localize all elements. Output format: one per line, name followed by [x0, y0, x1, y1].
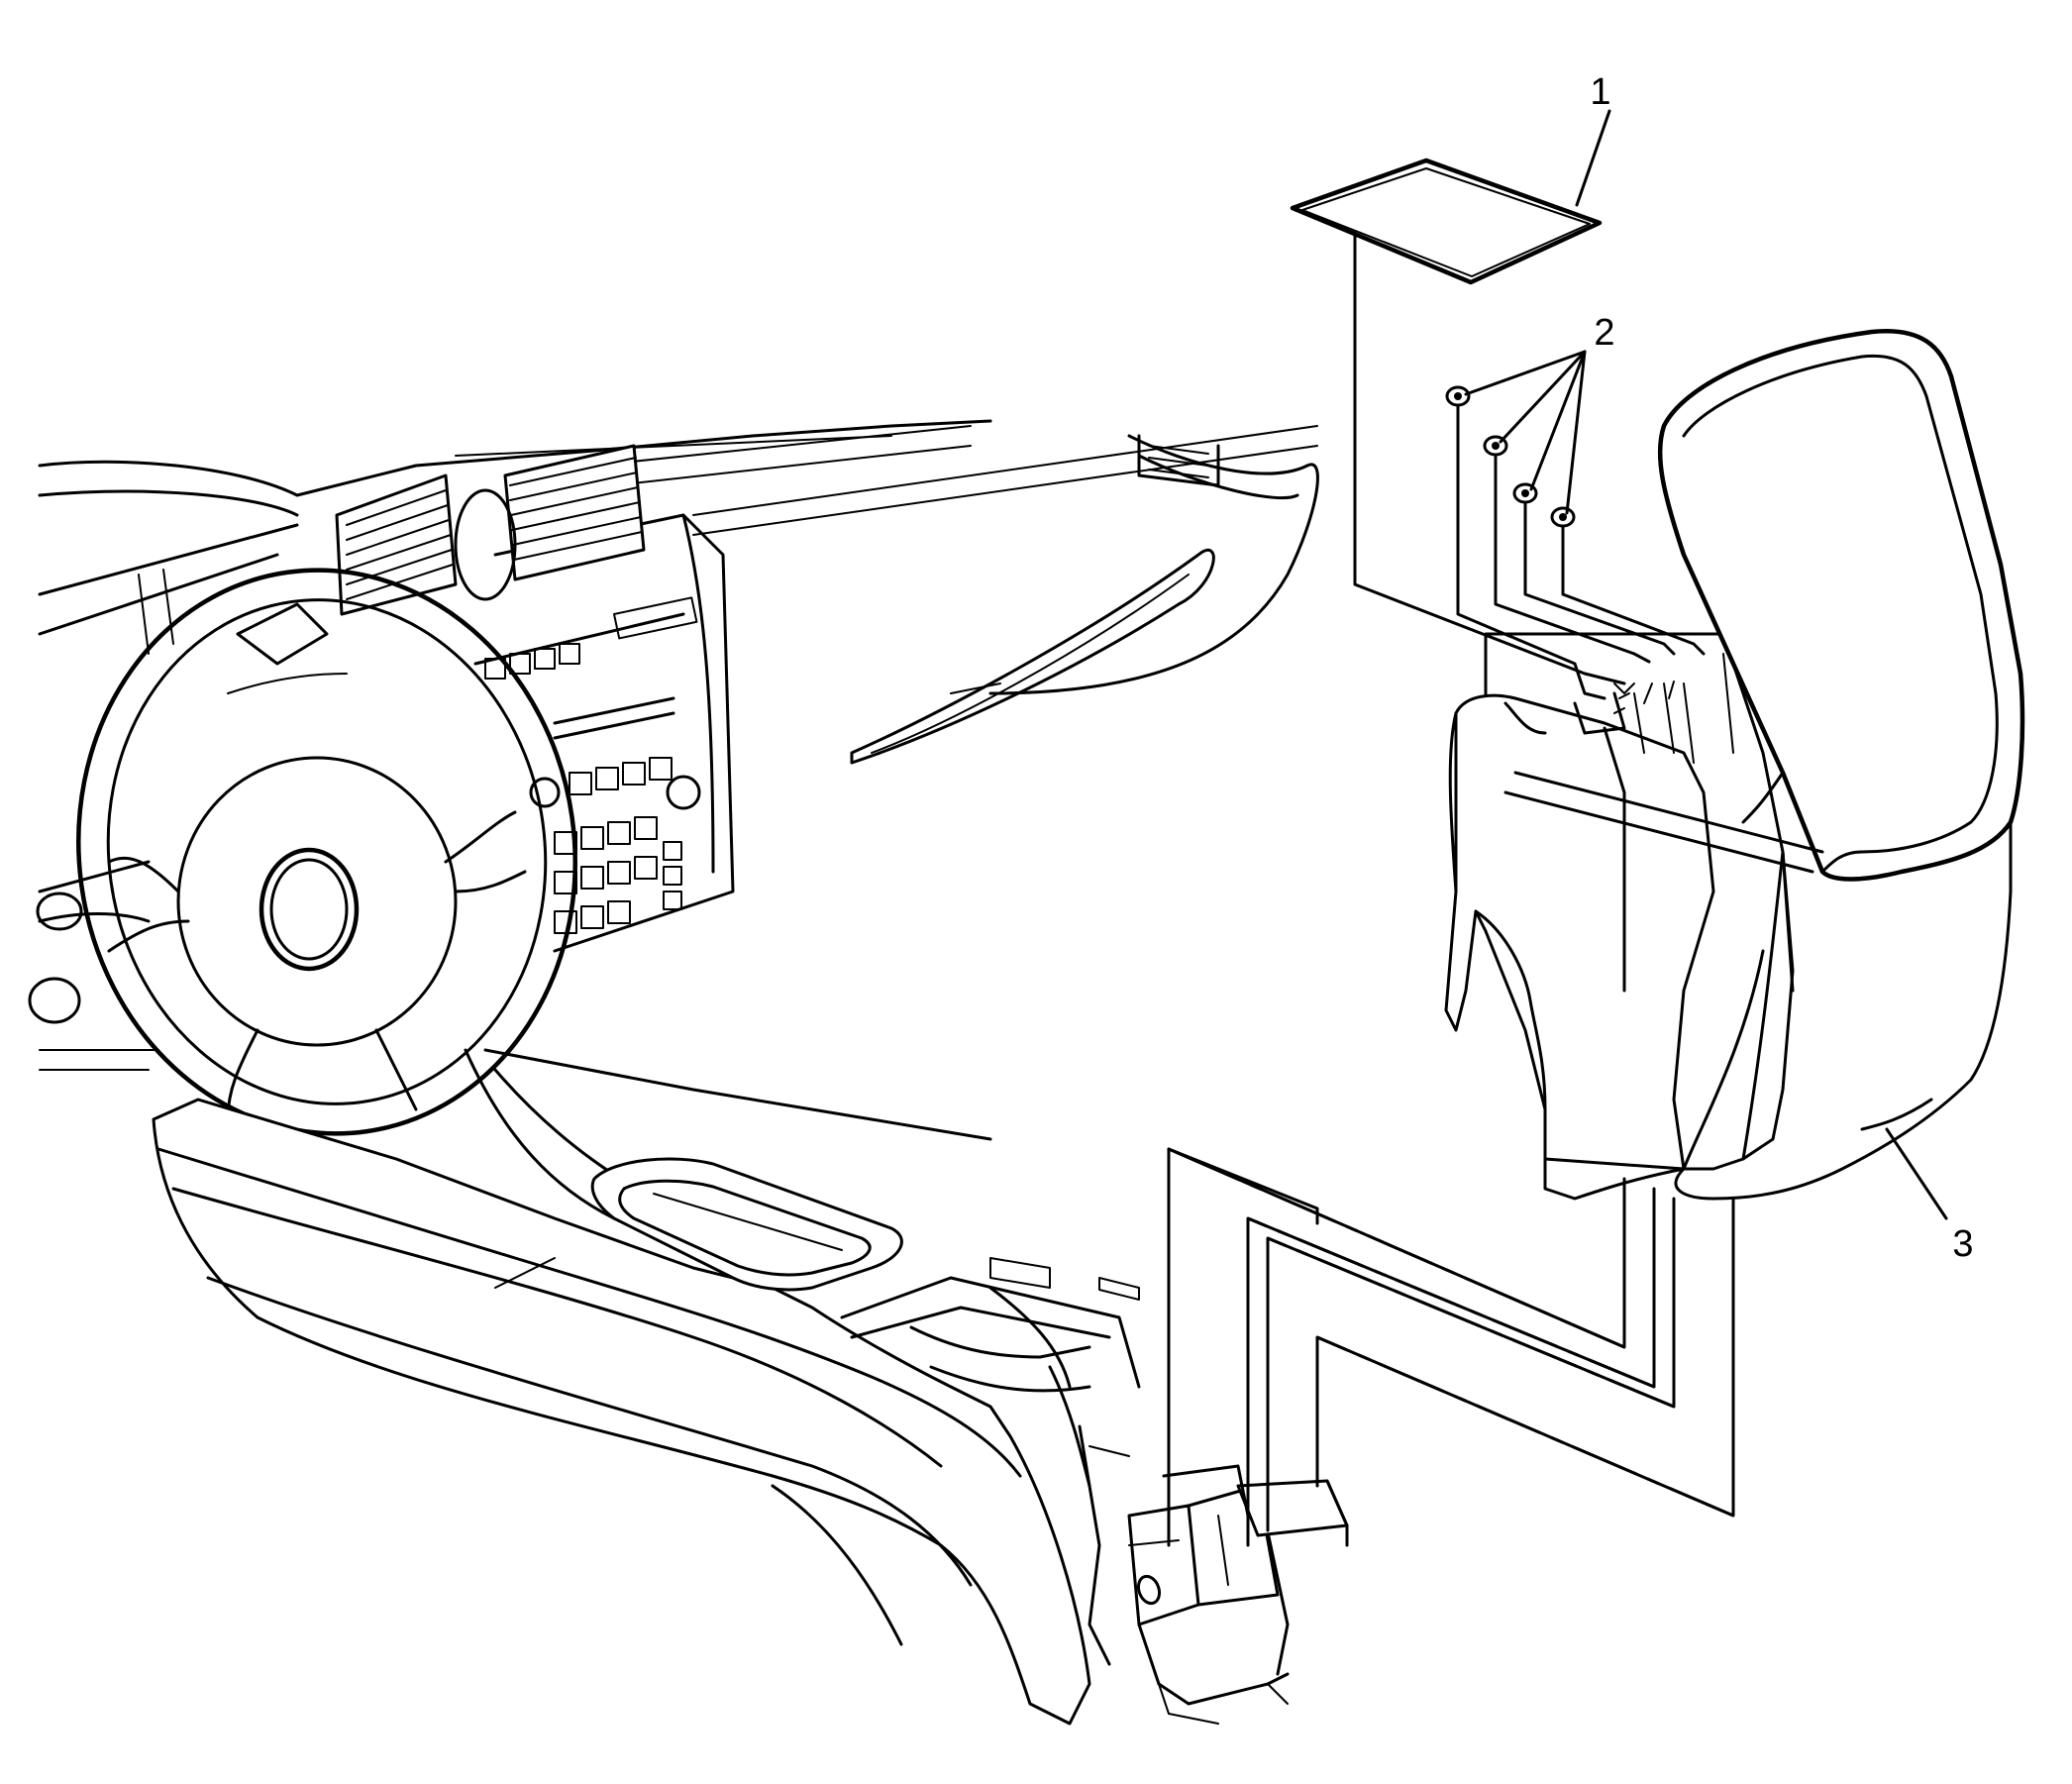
alignment-lines	[1167, 231, 1735, 1547]
screws	[1445, 385, 1576, 539]
steering-wheel	[76, 568, 577, 1136]
compartment-mat	[1290, 157, 1603, 285]
leader-lines	[1464, 109, 1948, 1220]
instrument-panel	[28, 419, 1319, 1071]
center-console	[152, 1048, 1349, 1726]
screw-icon	[1445, 385, 1471, 418]
screw-icon	[1483, 435, 1508, 468]
callout-label-2: 2	[1594, 312, 1614, 354]
screw-icon	[1550, 506, 1576, 539]
callout-label-3: 3	[1952, 1223, 1973, 1265]
armrest-compartment	[1444, 328, 2025, 1201]
radio-buttons-row-2	[569, 757, 673, 795]
callout-label-1: 1	[1590, 71, 1610, 113]
radio-buttons-row-1	[484, 643, 580, 680]
